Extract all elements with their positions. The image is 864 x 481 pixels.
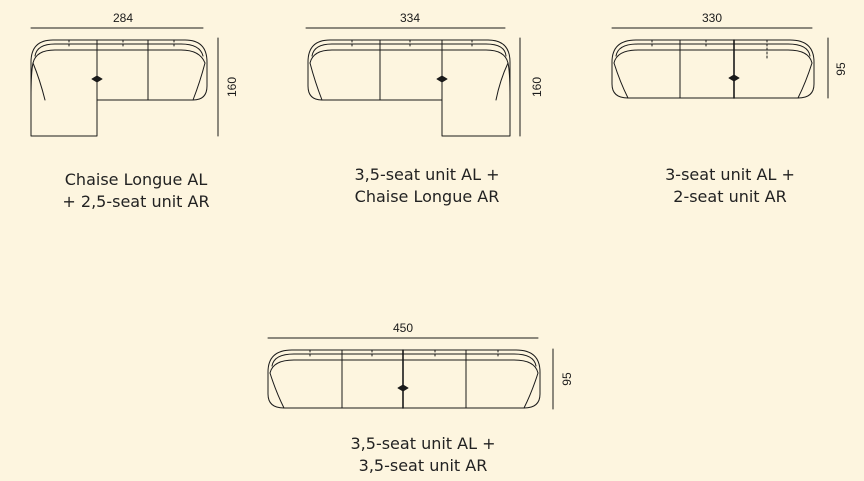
layout-2-left-arm-curve — [309, 62, 323, 101]
layout-3-caption: 3-seat unit AL + 2-seat unit AR — [630, 164, 830, 208]
layout-1-back-line — [34, 43, 204, 57]
layout-1-outline — [30, 39, 208, 137]
layout-4-drawing — [267, 337, 554, 410]
layout-3-right-arm-curve — [797, 62, 813, 99]
layout-2-join-marker — [436, 75, 448, 83]
layout-2-right-arm-curve — [495, 62, 509, 101]
layout-4-left-arm-curve — [269, 372, 285, 409]
layout-1-caption-line2: + 2,5-seat unit AR — [62, 192, 210, 211]
layout-2-caption-line2: Chaise Longue AR — [354, 187, 500, 206]
layout-4-back-line — [271, 353, 537, 367]
layout-2-width-label: 334 — [400, 11, 420, 25]
layout-1-width-label: 284 — [113, 11, 133, 25]
layout-3-back-line-2 — [613, 49, 813, 64]
layout-1-drawing — [30, 27, 219, 137]
layout-3-outline — [611, 39, 815, 99]
layout-4-join-marker — [397, 384, 409, 392]
layout-2-back-line — [311, 43, 507, 57]
layout-3-join-marker — [728, 74, 740, 82]
layout-1-depth-label: 160 — [225, 77, 239, 97]
layout-2-outline — [307, 39, 511, 137]
layout-4-back-line-2 — [269, 359, 539, 374]
layout-4-width-label: 450 — [393, 321, 413, 335]
layout-3-width-label: 330 — [702, 11, 722, 25]
layout-2-caption-line1: 3,5-seat unit AL + — [354, 165, 500, 184]
layout-1-caption: Chaise Longue AL + 2,5-seat unit AR — [36, 169, 236, 213]
layout-3-caption-line1: 3-seat unit AL + — [665, 165, 795, 184]
layout-4-caption-line1: 3,5-seat unit AL + — [350, 434, 496, 453]
layout-3-back-line — [615, 43, 811, 57]
layout-2-caption: 3,5-seat unit AL + Chaise Longue AR — [327, 164, 527, 208]
layout-3-caption-line2: 2-seat unit AR — [673, 187, 787, 206]
layout-3-depth-label: 95 — [834, 62, 848, 76]
layout-1-caption-line1: Chaise Longue AL — [64, 170, 208, 189]
layout-3-left-arm-curve — [613, 62, 629, 99]
layout-2-back-line-2 — [309, 49, 509, 64]
layout-1-chaise-curve — [30, 62, 34, 99]
layout-3-drawing — [611, 27, 829, 99]
layout-4-outline — [267, 349, 541, 409]
layout-1-right-arm-curve — [192, 62, 206, 101]
layout-2-drawing — [305, 27, 521, 137]
layout-4-caption-line2: 3,5-seat unit AR — [358, 456, 488, 475]
layout-4-right-arm-curve — [523, 372, 539, 409]
layout-2-depth-label: 160 — [530, 77, 544, 97]
layout-1-join-marker — [91, 75, 103, 83]
layout-4-depth-label: 95 — [560, 372, 574, 386]
layout-1-back-line-2 — [32, 49, 206, 64]
layout-2-chaise-curve — [507, 62, 511, 99]
layout-4-caption: 3,5-seat unit AL + 3,5-seat unit AR — [323, 433, 523, 477]
layout-1-left-arm-curve — [32, 62, 46, 101]
